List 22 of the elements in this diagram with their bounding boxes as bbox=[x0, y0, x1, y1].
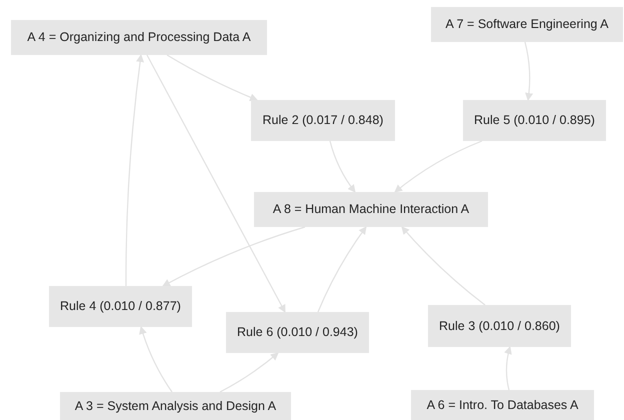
arrow bbox=[329, 140, 356, 193]
arrow bbox=[146, 54, 286, 313]
arrow bbox=[139, 326, 172, 392]
arrow bbox=[401, 226, 486, 306]
node-box: A 6 = Intro. To Databases A bbox=[411, 390, 594, 420]
arrow bbox=[394, 140, 482, 193]
node-box: A 4 = Organizing and Processing Data A bbox=[11, 20, 267, 55]
node-box: Rule 6 (0.010 / 0.943) bbox=[226, 312, 369, 353]
node-box: Rule 3 (0.010 / 0.860) bbox=[428, 305, 571, 347]
arrow bbox=[220, 352, 279, 393]
arrow bbox=[317, 226, 367, 312]
node-box: Rule 5 (0.010 / 0.895) bbox=[463, 100, 606, 141]
node-box: Rule 2 (0.017 / 0.848) bbox=[251, 100, 395, 141]
node-box: A 7 = Software Engineering A bbox=[431, 7, 623, 42]
arrow bbox=[524, 42, 533, 101]
arrow bbox=[504, 346, 512, 390]
node-box: A 3 = System Analysis and Design A bbox=[60, 392, 291, 420]
node-box: Rule 4 (0.010 / 0.877) bbox=[49, 286, 192, 327]
arrow bbox=[125, 54, 144, 286]
node-box: A 8 = Human Machine Interaction A bbox=[254, 192, 488, 227]
arrow bbox=[166, 54, 258, 102]
arrow bbox=[162, 226, 306, 287]
